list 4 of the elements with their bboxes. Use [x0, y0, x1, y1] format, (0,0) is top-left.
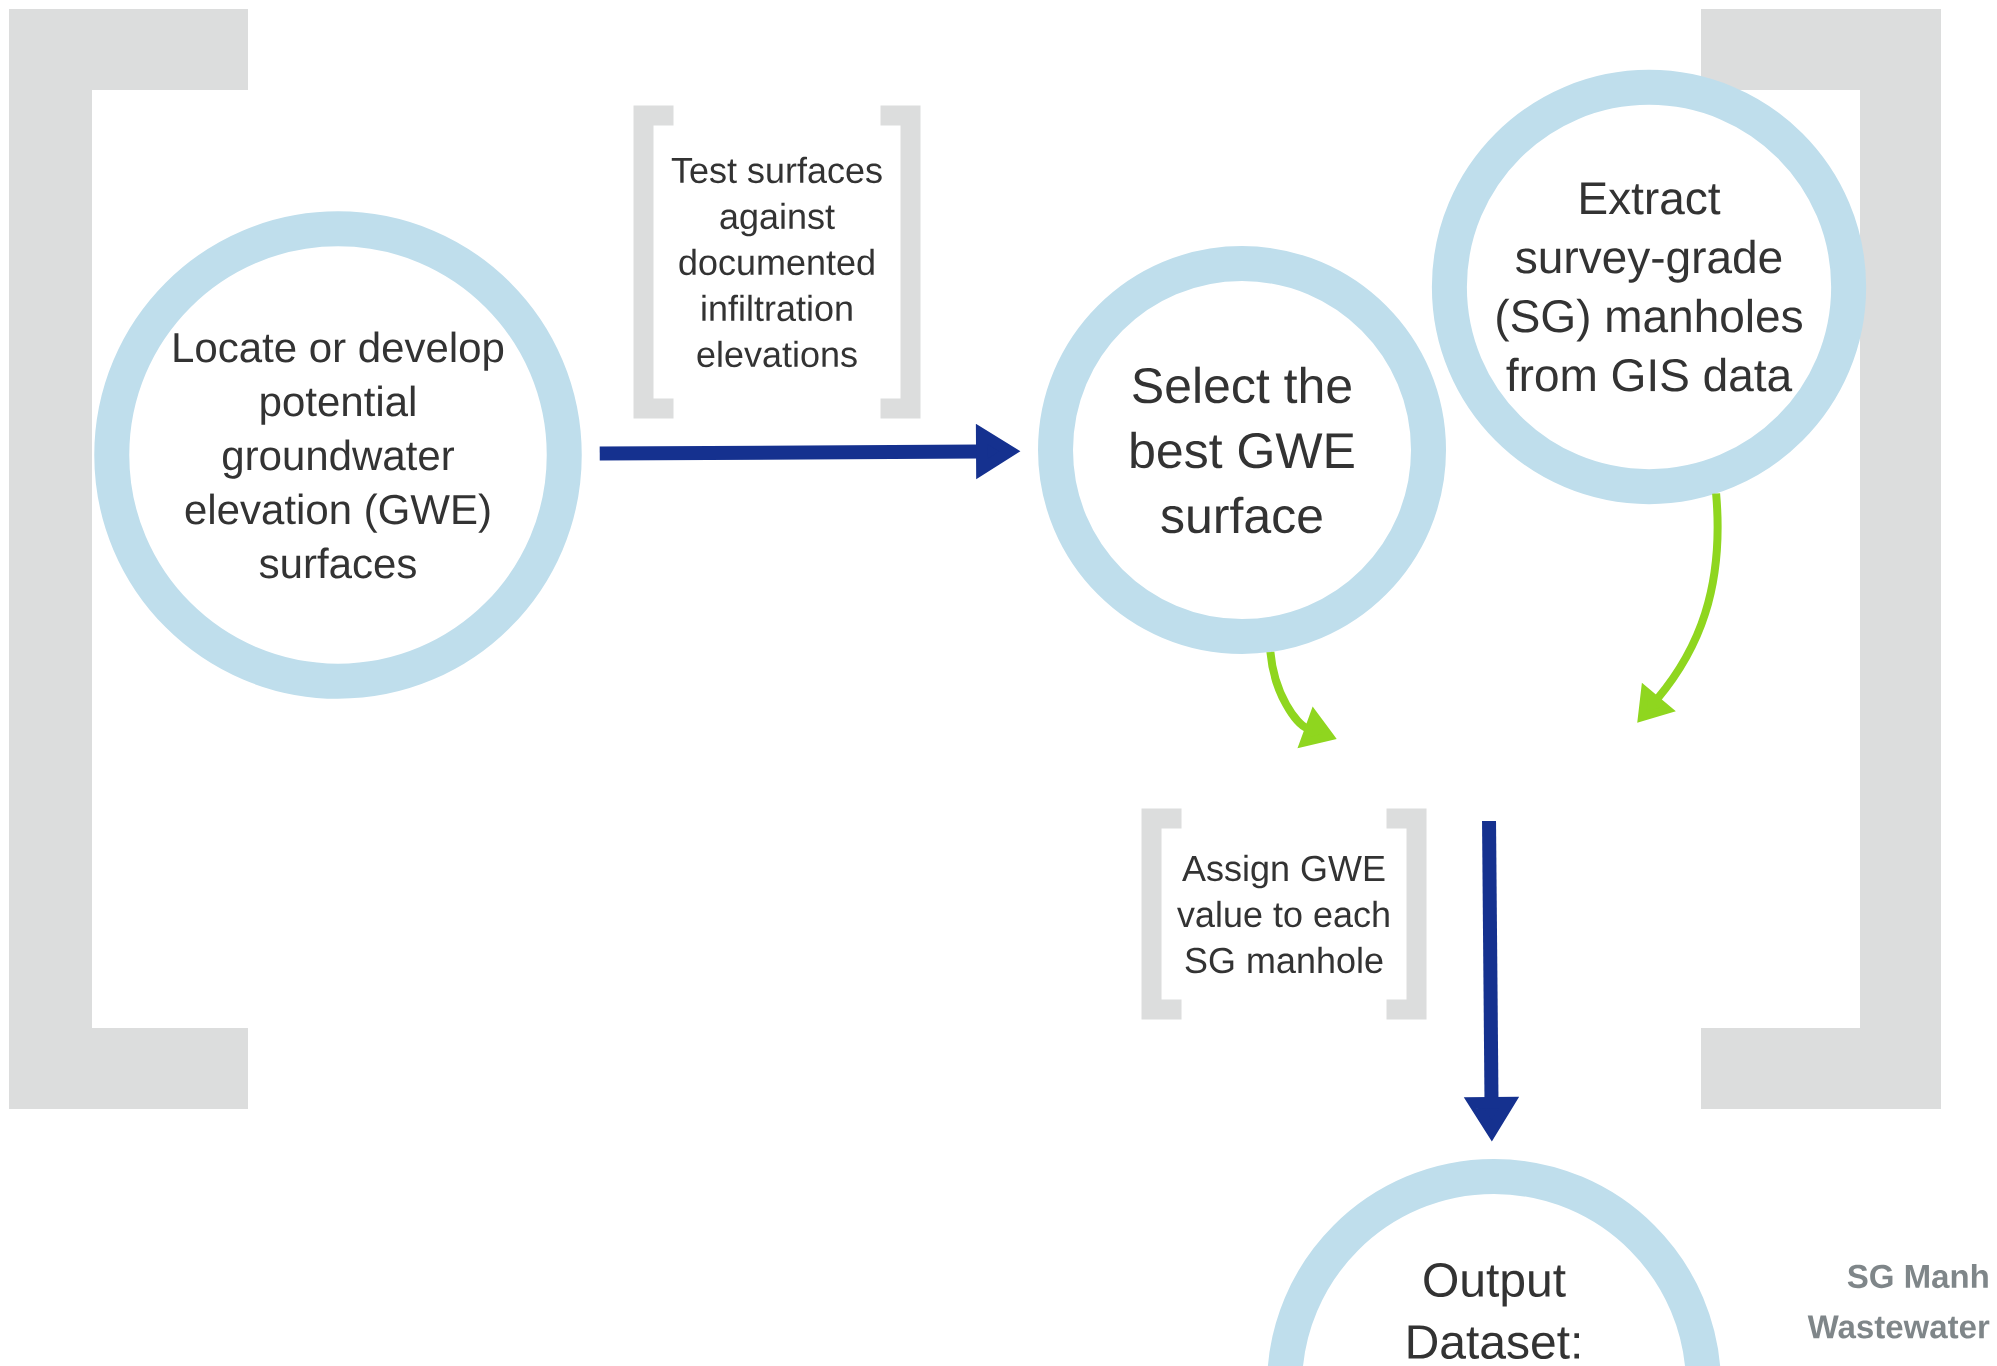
bracketed-note: Test surfaces against documented infiltration elevations — [633, 105, 921, 419]
step-label: Wastewater — [1807, 1315, 1990, 1339]
bracketed-note: Assign GWE value to each SG manhole — [1141, 808, 1427, 1020]
step-label: SG Manh — [1847, 1263, 1988, 1289]
